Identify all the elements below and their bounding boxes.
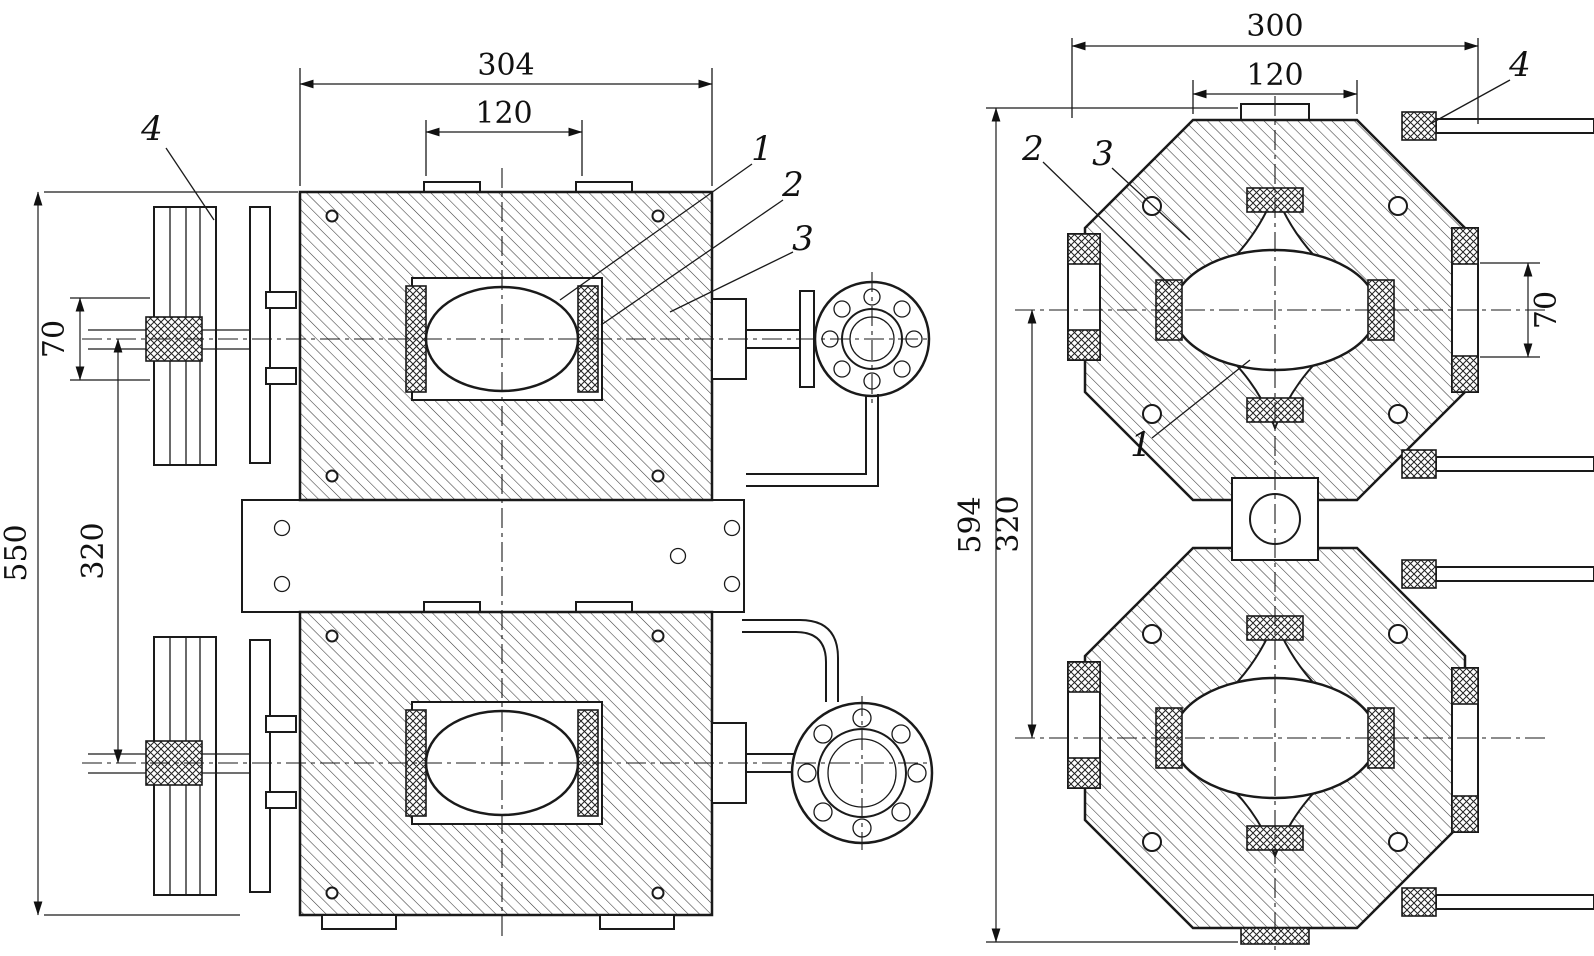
dim-text-120: 120 <box>1246 58 1303 93</box>
callout-2: 2 <box>1021 129 1044 169</box>
front-view: 300 120 594 320 70 2 3 1 <box>953 9 1594 950</box>
left-flange-lower <box>88 636 297 896</box>
right-port-flange-upper <box>711 280 931 487</box>
centerlines <box>82 168 932 940</box>
dim-text-70: 70 <box>1529 291 1564 329</box>
tie-rod <box>1435 894 1594 910</box>
dim-text-304: 304 <box>477 48 534 83</box>
rod-nut <box>1401 449 1437 479</box>
callout-1: 1 <box>751 129 773 169</box>
callouts-left: 4 1 2 3 <box>140 109 814 326</box>
callout-4: 4 <box>140 109 163 149</box>
foot-left <box>321 914 397 930</box>
callout-4: 4 <box>1508 45 1531 85</box>
dim-overall-width-right: 300 <box>1071 9 1479 124</box>
right-tie-rod-assembly <box>1401 111 1594 917</box>
dim-overall-height-left: 550 <box>0 191 298 916</box>
bolt <box>265 791 297 809</box>
tie-rod <box>1435 118 1594 134</box>
tie-rod <box>1435 566 1594 582</box>
dim-text-594: 594 <box>953 496 988 553</box>
middle-plate <box>241 499 745 613</box>
dim-overall-height-right: 594 <box>953 107 1238 943</box>
dim-text-320: 320 <box>991 495 1026 552</box>
dim-text-550: 550 <box>0 524 34 581</box>
section-view: 304 120 550 70 320 4 1 2 <box>0 48 934 940</box>
dim-flange-offset-right: 70 <box>1480 262 1564 358</box>
lower-yoke-block <box>298 601 714 930</box>
callout-3: 3 <box>792 219 814 259</box>
dim-flange-offset-left: 70 <box>37 297 150 381</box>
dim-text-120: 120 <box>475 96 532 131</box>
callouts-right: 2 3 1 4 <box>1021 45 1531 465</box>
rod-nut <box>1401 559 1437 589</box>
centerlines <box>1015 96 1548 950</box>
drain-pipe <box>746 394 879 487</box>
elbow-pipe <box>742 619 839 702</box>
dim-center-spacing-right: 320 <box>991 309 1037 739</box>
upper-yoke-block <box>298 181 714 502</box>
dim-text-320: 320 <box>76 522 111 579</box>
foot-right <box>599 914 675 930</box>
callout-2: 2 <box>781 165 804 205</box>
dim-text-300: 300 <box>1246 9 1303 44</box>
dim-aperture-width-left: 120 <box>425 96 583 176</box>
bolt <box>265 715 297 733</box>
dim-overall-width-left: 304 <box>299 48 713 186</box>
callout-3: 3 <box>1092 134 1114 174</box>
rod-nut <box>1401 111 1437 141</box>
callout-1: 1 <box>1130 425 1152 465</box>
left-flange-upper <box>1067 233 1101 361</box>
right-port-flange-lower <box>711 619 934 845</box>
left-flange-upper <box>88 206 297 466</box>
left-flange-lower <box>1067 661 1101 789</box>
bolt <box>265 291 297 309</box>
dim-text-70: 70 <box>37 320 72 358</box>
rod-nut <box>1401 887 1437 917</box>
bolt <box>265 367 297 385</box>
tie-rod <box>1435 456 1594 472</box>
dim-center-spacing-left: 320 <box>76 338 123 764</box>
